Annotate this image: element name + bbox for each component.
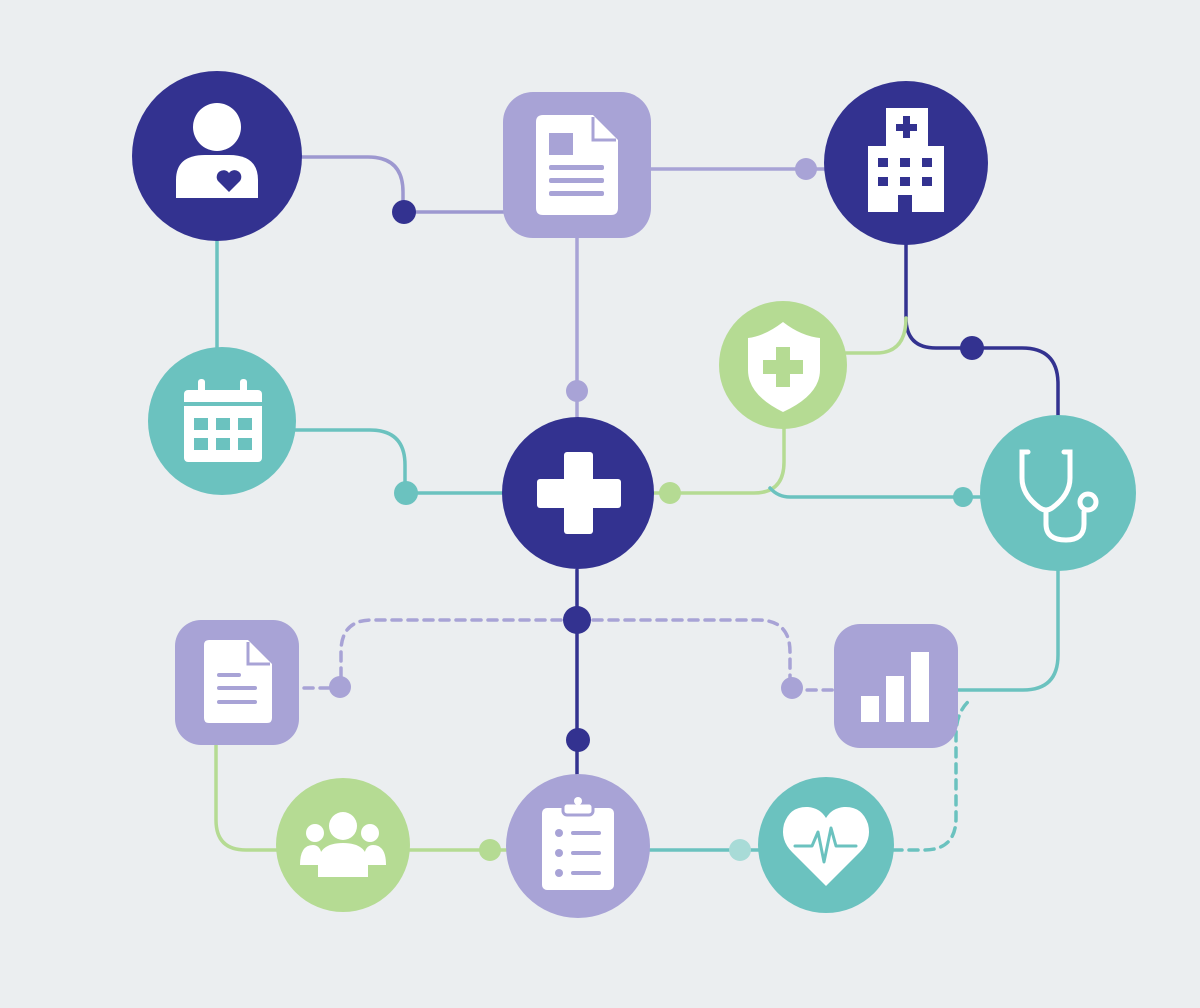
junction-dot bbox=[392, 200, 416, 224]
document-icon bbox=[536, 115, 618, 215]
connector-patient-document bbox=[298, 155, 507, 214]
people-group-icon bbox=[300, 812, 386, 877]
junction-dot bbox=[566, 380, 588, 402]
junction-dot bbox=[659, 482, 681, 504]
shield-plus-icon bbox=[748, 322, 820, 412]
junction-dot bbox=[329, 676, 351, 698]
junction-dot bbox=[953, 487, 973, 507]
node-shield[interactable] bbox=[719, 301, 847, 429]
connector-hub-report-dashed bbox=[298, 618, 579, 690]
connector-calendar-hub bbox=[293, 428, 507, 495]
junction-dot bbox=[394, 481, 418, 505]
node-medical-hub[interactable] bbox=[502, 417, 654, 569]
junction-dot bbox=[795, 158, 817, 180]
connector-stethoscope-analytics bbox=[955, 568, 1060, 692]
report-document-icon bbox=[204, 640, 272, 723]
connector-hub-analytics-dashed bbox=[575, 618, 838, 692]
node-hospital[interactable] bbox=[824, 81, 988, 245]
bar-chart-icon bbox=[861, 652, 929, 722]
clipboard-checklist-icon bbox=[542, 797, 614, 890]
junction-dot bbox=[479, 839, 501, 861]
medical-cross-icon bbox=[537, 452, 621, 534]
node-stethoscope[interactable] bbox=[980, 415, 1136, 571]
junction-dot bbox=[566, 728, 590, 752]
junction-dot bbox=[729, 839, 751, 861]
node-clipboard[interactable] bbox=[506, 774, 650, 918]
node-patient[interactable] bbox=[132, 71, 302, 241]
connector-shield-hub bbox=[652, 426, 786, 495]
junction-dots bbox=[329, 158, 984, 861]
node-care-team[interactable] bbox=[276, 778, 410, 912]
junction-dot bbox=[960, 336, 984, 360]
junction-dot bbox=[563, 606, 591, 634]
hospital-building-icon bbox=[868, 108, 944, 212]
connector-hub-stethoscope bbox=[768, 486, 984, 499]
heart-pulse-icon bbox=[783, 806, 869, 886]
connector-hospital-shield bbox=[844, 316, 908, 355]
node-heart-monitor[interactable] bbox=[758, 777, 894, 913]
node-document-top[interactable] bbox=[503, 92, 651, 238]
junction-dot bbox=[781, 677, 803, 699]
node-analytics[interactable] bbox=[834, 624, 958, 748]
node-report[interactable] bbox=[175, 620, 299, 745]
connector-heart-analytics-dashed bbox=[891, 698, 972, 852]
patient-heart-icon bbox=[176, 103, 258, 198]
connector-hospital-stethoscope bbox=[904, 242, 1060, 418]
calendar-icon bbox=[184, 379, 262, 462]
stethoscope-icon bbox=[1019, 449, 1099, 543]
connector-report-careteam bbox=[214, 743, 279, 852]
node-calendar[interactable] bbox=[148, 347, 296, 495]
